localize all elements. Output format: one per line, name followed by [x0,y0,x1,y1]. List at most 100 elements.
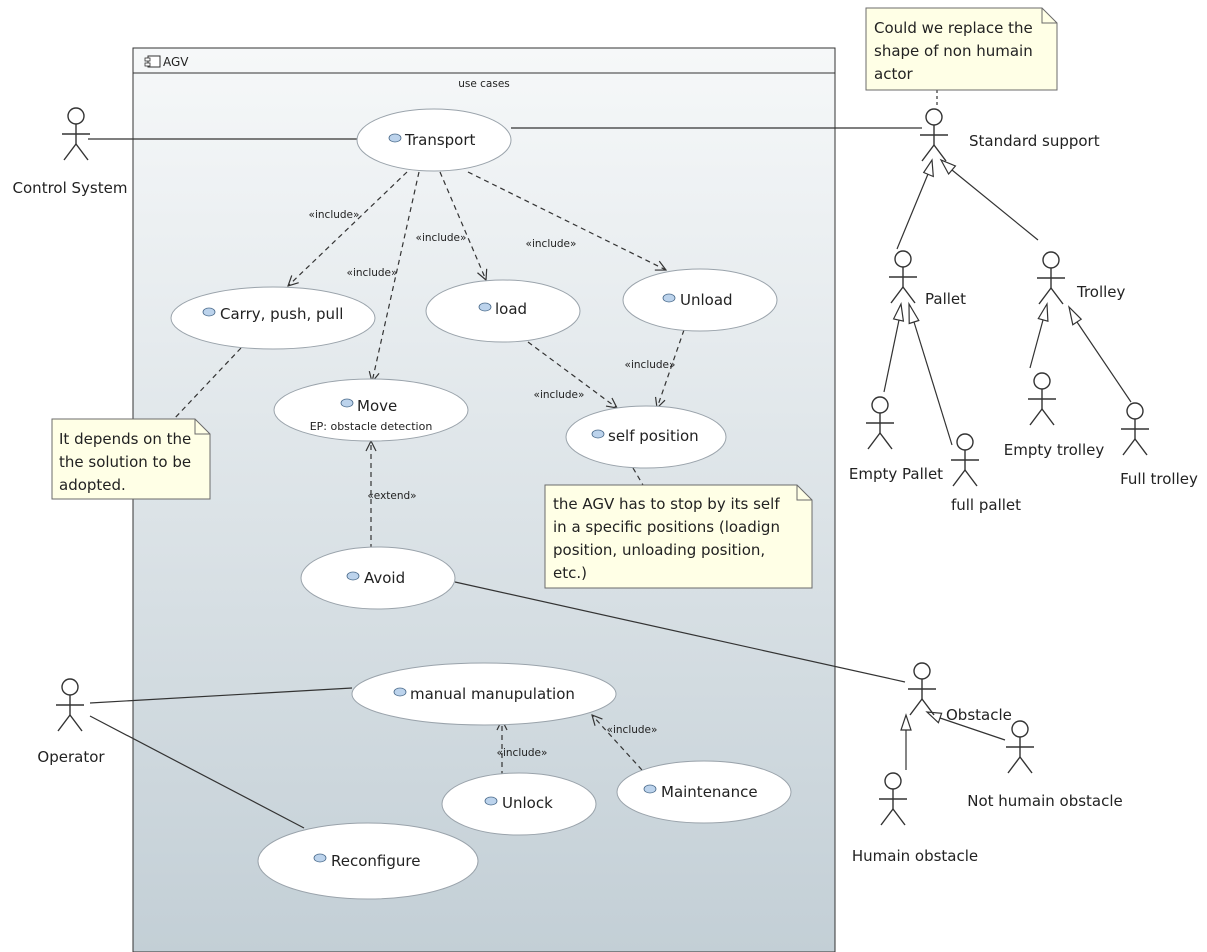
actor-label: Pallet [925,290,966,308]
actor-full-trolley[interactable]: Full trolley [1120,402,1198,488]
extend-label: «extend» [367,490,416,502]
usecase-label: Transport [404,131,476,149]
actors: Control System Standard support Pallet T… [13,107,1198,865]
usecase-label: Reconfigure [331,852,420,870]
note-line: adopted. [59,476,126,494]
actor-icon [56,678,84,732]
extension-point-label: EP: obstacle detection [310,420,433,433]
note-line: the solution to be [59,453,191,471]
include-label: «include» [625,359,676,371]
actor-control-system[interactable]: Control System [13,107,128,197]
include-label: «include» [347,267,398,279]
note-line: It depends on the [59,430,191,448]
include-label: «include» [497,747,548,759]
actor-not-humain-obstacle[interactable]: Not humain obstacle [967,720,1123,810]
usecase-label: Unload [680,291,733,309]
include-label: «include» [534,389,585,401]
assoc-avoid-obstacle[interactable] [454,581,906,683]
note-replace-shape[interactable]: Could we replace the shape of non humain… [865,7,1058,91]
include-transport-load[interactable] [439,171,486,280]
generalizations [883,158,1132,770]
include-label: «include» [416,232,467,244]
usecase-icon [393,687,407,697]
dependencies: «include» «include» «include» «include» … [288,171,685,776]
usecase-manual-manupulation[interactable]: manual manupulation [351,662,617,726]
note-line: the AGV has to stop by its self [553,495,780,513]
usecase-icon [478,302,492,312]
usecase-load[interactable]: load [425,279,581,343]
actor-icon [889,250,917,304]
actor-label: Full trolley [1120,470,1198,488]
include-unload-selfposition[interactable] [657,329,685,408]
actor-label: Trolley [1076,283,1126,301]
include-maintenance-manual[interactable] [592,715,643,771]
actor-humain-obstacle[interactable]: Humain obstacle [852,772,978,865]
usecase-label: Move [357,397,397,415]
actor-operator[interactable]: Operator [37,678,105,766]
actor-icon [920,108,948,162]
actor-label: Control System [13,179,128,197]
actor-empty-pallet[interactable]: Empty Pallet [849,396,943,483]
note-agv-stop[interactable]: the AGV has to stop by its self in a spe… [544,484,813,589]
actor-label: Empty Pallet [849,465,943,483]
usecase-icon [388,133,402,143]
actor-icon [1121,402,1149,456]
usecase-transport[interactable]: Transport [356,108,512,172]
actor-icon [951,433,979,487]
usecase-reconfigure[interactable]: Reconfigure [257,822,479,900]
usecase-label: load [495,300,527,318]
actor-icon [879,772,907,826]
actor-full-pallet[interactable]: full pallet [951,433,1021,514]
usecase-icon [591,429,605,439]
usecase-icon [346,571,360,581]
note-line: position, unloading position, [553,541,765,559]
usecase-avoid[interactable]: Avoid [300,546,456,610]
usecase-maintenance[interactable]: Maintenance [616,760,792,824]
actor-obstacle[interactable]: Obstacle [908,662,1012,724]
notes: Could we replace the shape of non humain… [51,7,1058,589]
usecase-move[interactable]: Move EP: obstacle detection [273,378,469,442]
usecase-label: Carry, push, pull [220,305,343,323]
usecase-icon [313,853,327,863]
usecase-icon [340,398,354,408]
note-anchor-selfposition [632,467,644,486]
usecase-self-position[interactable]: self position [565,405,727,469]
usecase-label: manual manupulation [410,685,575,703]
usecase-unload[interactable]: Unload [622,268,778,332]
actor-icon [866,396,894,450]
include-load-selfposition[interactable] [527,341,617,408]
actor-trolley[interactable]: Trolley [1037,251,1126,305]
use-cases: Transport Carry, push, pull load Unload … [170,108,792,900]
usecase-label: Maintenance [661,783,758,801]
actor-icon [908,662,936,716]
usecase-icon [202,307,216,317]
include-transport-unload[interactable] [467,171,666,270]
usecase-icon [643,784,657,794]
actor-pallet[interactable]: Pallet [889,250,966,308]
actor-label: Operator [37,748,105,766]
usecase-icon [662,293,676,303]
compartment-label: use cases [458,78,510,90]
note-line: Could we replace the [874,19,1033,37]
usecase-label: Unlock [502,794,553,812]
include-transport-carry[interactable] [288,171,408,286]
usecase-unlock[interactable]: Unlock [441,772,597,836]
include-label: «include» [607,724,658,736]
assoc-operator-manual[interactable] [89,687,353,704]
include-label: «include» [526,238,577,250]
component-icon [144,55,161,68]
actor-empty-trolley[interactable]: Empty trolley [1004,372,1105,459]
note-anchor-carry [172,347,242,421]
actor-icon [62,107,90,161]
assoc-operator-reconfigure[interactable] [89,715,305,829]
note-line: shape of non humain [874,42,1033,60]
note-depends[interactable]: It depends on the the solution to be ado… [51,418,211,500]
note-line: etc.) [553,564,587,582]
actor-standard-support[interactable]: Standard support [920,108,1100,162]
usecase-label: Avoid [364,569,405,587]
usecase-carry-push-pull[interactable]: Carry, push, pull [170,286,376,350]
actor-label: full pallet [951,496,1021,514]
note-line: in a specific positions (loadign [553,518,780,536]
usecase-icon [484,796,498,806]
